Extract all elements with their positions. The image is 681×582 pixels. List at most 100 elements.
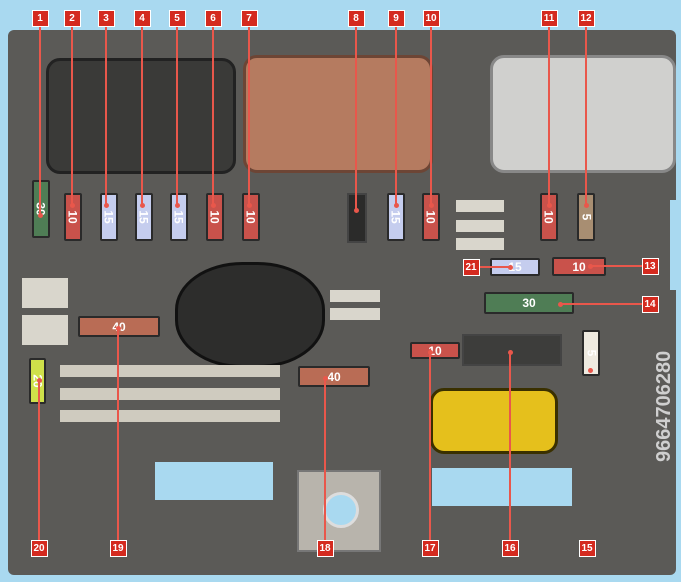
leader-line-14 xyxy=(560,303,650,305)
callout-label-10: 10 xyxy=(422,9,440,27)
leader-dot-9 xyxy=(393,202,399,208)
board-cutout xyxy=(670,200,681,290)
leader-dot-21 xyxy=(507,264,513,270)
fuse-rating: 10 xyxy=(243,210,258,224)
leader-line-5 xyxy=(176,18,178,205)
callout-label-14: 14 xyxy=(641,295,659,313)
leader-line-11 xyxy=(548,18,550,205)
leader-dot-6 xyxy=(210,202,216,208)
callout-label-19: 19 xyxy=(109,539,127,557)
rib xyxy=(22,315,68,345)
callout-label-20: 20 xyxy=(30,539,48,557)
callout-label-17: 17 xyxy=(421,539,439,557)
callout-label-21: 21 xyxy=(462,258,480,276)
rib xyxy=(456,200,504,212)
leader-dot-15 xyxy=(587,367,593,373)
leader-dot-1 xyxy=(37,212,43,218)
callout-label-18: 18 xyxy=(316,539,334,557)
leader-line-2 xyxy=(71,18,73,205)
leader-dot-10 xyxy=(428,202,434,208)
fuse-rating: 15 xyxy=(171,210,186,224)
leader-line-7 xyxy=(248,18,250,205)
fuse-17: 10 xyxy=(410,342,460,359)
leader-line-18 xyxy=(324,378,326,548)
leader-line-20 xyxy=(38,380,40,548)
callout-label-16: 16 xyxy=(501,539,519,557)
fuse-rating: 10 xyxy=(541,210,556,224)
fuse-rating: 30 xyxy=(522,296,536,310)
yellow-connector xyxy=(430,388,558,454)
leader-dot-7 xyxy=(246,202,252,208)
fuse-rating: 40 xyxy=(327,369,341,384)
leader-dot-4 xyxy=(139,202,145,208)
callout-label-12: 12 xyxy=(577,9,595,27)
fuse-1: 30 xyxy=(32,180,50,238)
rib xyxy=(60,410,280,422)
fuse-4: 15 xyxy=(135,193,153,241)
leader-line-6 xyxy=(212,18,214,205)
rib xyxy=(456,238,504,250)
leader-line-13 xyxy=(590,265,650,267)
fuse-slot-8 xyxy=(347,193,367,243)
fuse-rating: 15 xyxy=(388,210,403,224)
callout-label-2: 2 xyxy=(63,9,81,27)
leader-dot-12 xyxy=(583,202,589,208)
brown-connector xyxy=(243,55,433,173)
leader-line-10 xyxy=(430,18,432,205)
leader-dot-2 xyxy=(69,202,75,208)
fuse-rating: 15 xyxy=(136,210,151,224)
board-cutout xyxy=(155,462,273,500)
fuse-rating: 15 xyxy=(508,260,522,274)
callout-label-15: 15 xyxy=(578,539,596,557)
fuse-rating: 15 xyxy=(101,210,116,224)
leader-dot-11 xyxy=(546,202,552,208)
callout-label-4: 4 xyxy=(133,9,151,27)
leader-dot-19 xyxy=(115,325,121,331)
leader-line-4 xyxy=(141,18,143,205)
callout-label-3: 3 xyxy=(97,9,115,27)
leader-dot-5 xyxy=(174,202,180,208)
rib xyxy=(456,220,504,232)
callout-label-1: 1 xyxy=(31,9,49,27)
leader-dot-18 xyxy=(322,375,328,381)
part-number: 9664706280 xyxy=(653,350,675,462)
grey-connector xyxy=(490,55,676,173)
leader-line-17 xyxy=(429,352,431,548)
leader-line-12 xyxy=(585,18,587,205)
ground-stud xyxy=(323,492,359,528)
leader-dot-20 xyxy=(36,377,42,383)
fuse-18: 40 xyxy=(298,366,370,387)
board-cutout xyxy=(432,468,572,506)
leader-line-19 xyxy=(117,328,119,548)
fuse-rating: 10 xyxy=(423,210,438,224)
round-connector xyxy=(175,262,325,368)
callout-label-6: 6 xyxy=(204,9,222,27)
fuse-rating: 10 xyxy=(572,259,586,274)
fuse-rating: 5 xyxy=(579,213,593,221)
callout-label-13: 13 xyxy=(641,257,659,275)
fuse-15: 5 xyxy=(582,330,600,376)
leader-line-3 xyxy=(105,18,107,205)
callout-label-9: 9 xyxy=(387,9,405,27)
leader-dot-3 xyxy=(103,202,109,208)
leader-line-16 xyxy=(509,352,511,548)
fuse-14: 30 xyxy=(484,292,574,314)
rib xyxy=(330,308,380,320)
leader-line-21 xyxy=(471,266,510,268)
leader-dot-17 xyxy=(427,349,433,355)
fuse-7: 10 xyxy=(242,193,260,241)
rib xyxy=(22,278,68,308)
leader-line-8 xyxy=(355,18,357,210)
rib xyxy=(60,388,280,400)
callout-label-5: 5 xyxy=(168,9,186,27)
fuse-rating: 10 xyxy=(207,210,222,224)
fuse-2: 10 xyxy=(64,193,82,241)
fuse-5: 15 xyxy=(170,193,188,241)
fuse-rating: 10 xyxy=(65,210,80,224)
fuse-6: 10 xyxy=(206,193,224,241)
leader-dot-16 xyxy=(507,349,513,355)
leader-line-9 xyxy=(395,18,397,205)
leader-dot-13 xyxy=(587,263,593,269)
callout-label-8: 8 xyxy=(347,9,365,27)
fuse-rating: 5 xyxy=(584,349,598,357)
